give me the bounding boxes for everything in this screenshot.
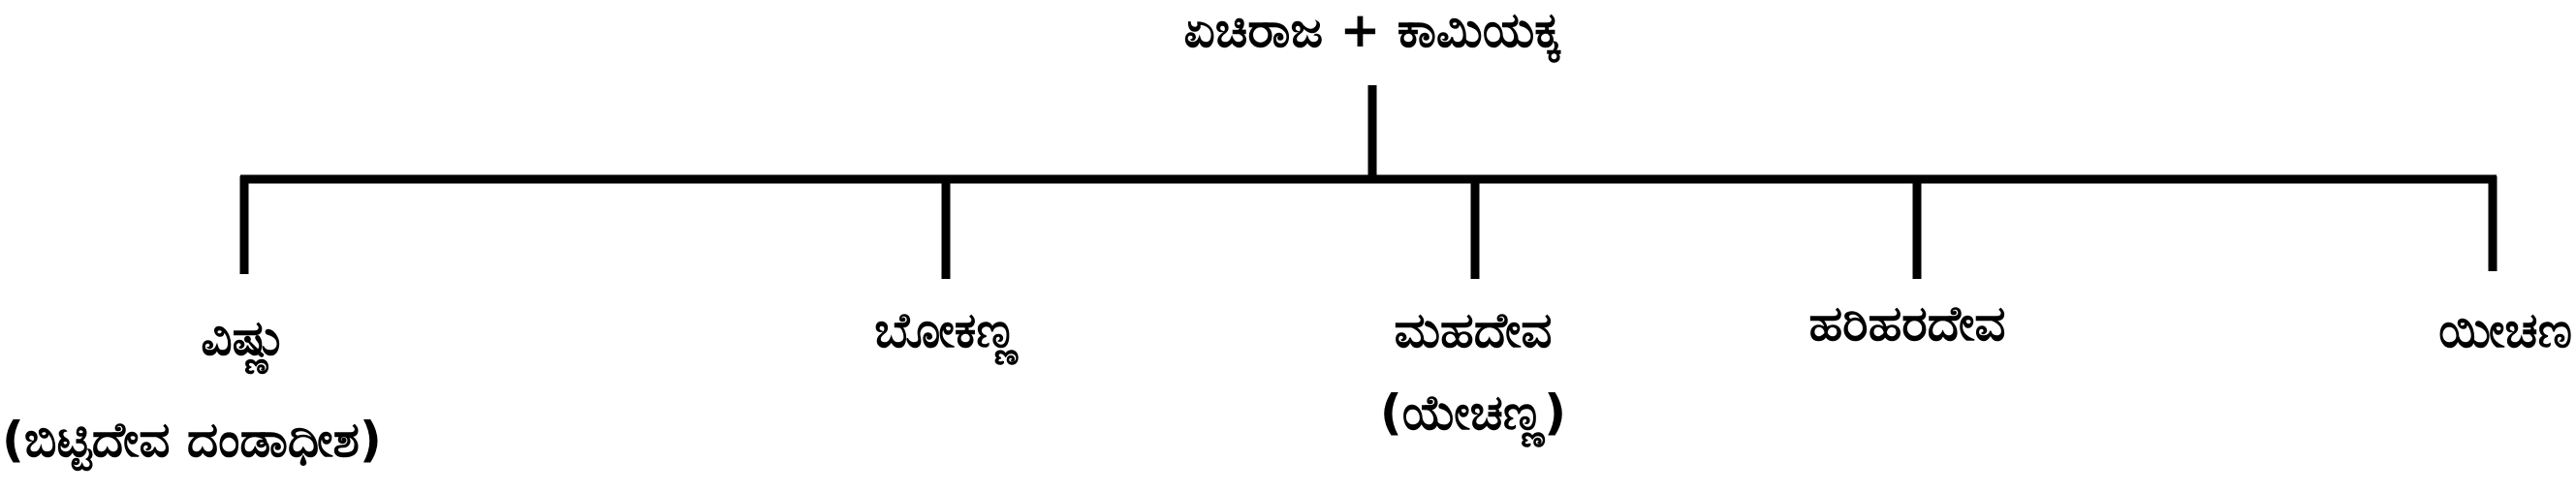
child-note-1: (ಬಿಟ್ಟಿದೇವ ದಂಡಾಧೀಶ) bbox=[2, 412, 382, 468]
child-name-4: ಹರಿಹರದೇವ bbox=[1808, 295, 2006, 352]
child-name-3: ಮಹದೇವ bbox=[1394, 302, 1553, 358]
child-name-2: ಬೋಕಣ್ಣ bbox=[874, 302, 1018, 358]
parent-couple-label: ಏಚಿರಾಜ + ಕಾಮಿಯಕ್ಕ bbox=[1183, 2, 1561, 58]
child-note-3: (ಯೇಚಣ್ಣ) bbox=[1379, 384, 1567, 441]
child-name-5: ಯೀಚಣ bbox=[2438, 302, 2572, 358]
child-name-1: ವಿಷ್ಣು bbox=[201, 310, 288, 366]
